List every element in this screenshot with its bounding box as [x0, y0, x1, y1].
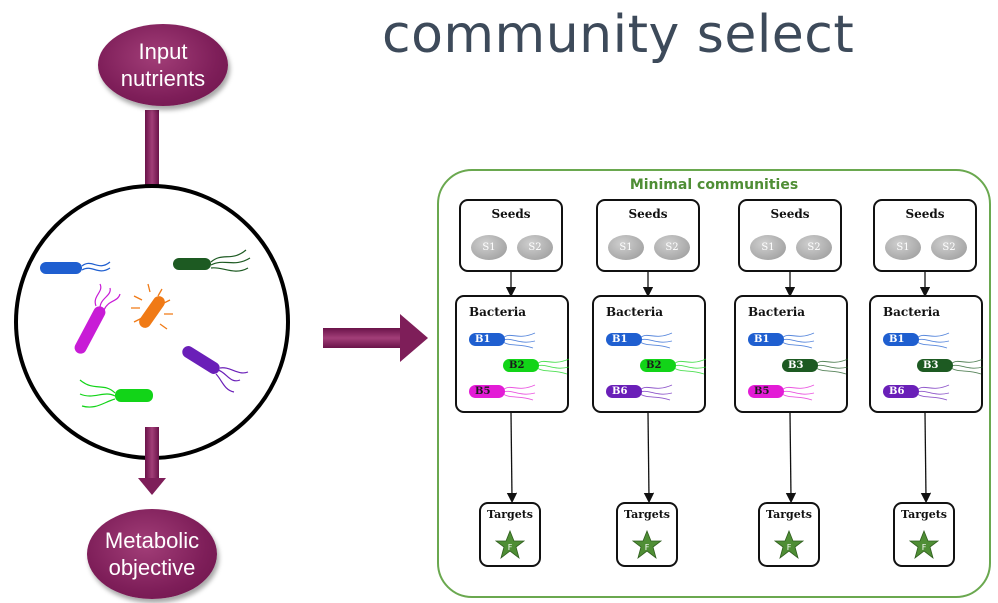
- bacteria-label: Bacteria: [748, 305, 806, 319]
- target-label: F: [508, 543, 513, 552]
- flagella-icon: [674, 358, 707, 375]
- bacterium-label: B5: [475, 386, 491, 397]
- connector-lines: [505, 272, 932, 504]
- target-label: F: [922, 543, 927, 552]
- bacterium-b1: B1: [469, 333, 505, 346]
- bacterium-b2: B2: [503, 359, 539, 372]
- objective-arrow: [138, 427, 166, 495]
- bacteria-to-targets-arrow: [920, 412, 932, 504]
- bacterium-label: B6: [612, 386, 628, 397]
- flagella-icon: [503, 332, 536, 349]
- bacterium-label: B3: [788, 360, 804, 371]
- bacterium-label: B5: [754, 386, 770, 397]
- star-icon: F: [495, 530, 525, 560]
- seed-s1: S1: [471, 235, 507, 260]
- seed-s1: S1: [750, 235, 786, 260]
- bacterium-magenta: [74, 283, 121, 354]
- transform-arrow: [323, 314, 428, 362]
- bacterium-b6: B6: [883, 385, 919, 398]
- bacterium-label: B1: [754, 334, 770, 345]
- flagella-icon: [951, 358, 984, 375]
- bacterium-b1: B1: [883, 333, 919, 346]
- bacterium-purple: [182, 346, 249, 393]
- flagella-icon: [537, 358, 570, 375]
- bacterium-b6: B6: [606, 385, 642, 398]
- bacteria-label: Bacteria: [883, 305, 941, 319]
- bacterium-orange: [131, 283, 173, 330]
- bacteria-label: Bacteria: [606, 305, 664, 319]
- bacterium-label: B2: [509, 360, 525, 371]
- panel-title: Minimal communities: [629, 177, 799, 193]
- bacterium-label: B2: [646, 360, 662, 371]
- flagella-icon: [917, 332, 950, 349]
- seeds-label: Seeds: [491, 207, 531, 221]
- flagella-icon: [782, 384, 815, 401]
- seeds-label: Seeds: [628, 207, 668, 221]
- bacterium-b3: B3: [917, 359, 953, 372]
- seed-s2: S2: [931, 235, 967, 260]
- bacteria-label: Bacteria: [469, 305, 527, 319]
- target-label: F: [787, 543, 792, 552]
- bacterium-b5: B5: [748, 385, 784, 398]
- targets-label: Targets: [486, 508, 534, 521]
- targets-label: Targets: [765, 508, 813, 521]
- minimal-communities-panel: [437, 169, 991, 598]
- input-nutrients-node: Input nutrients: [98, 24, 228, 106]
- targets-label: Targets: [623, 508, 671, 521]
- bacterium-b2: B2: [640, 359, 676, 372]
- bacterium-b3: B3: [782, 359, 818, 372]
- bacterium-blue: [40, 261, 111, 274]
- bacterium-label: B1: [889, 334, 905, 345]
- bacterium-label: B3: [923, 360, 939, 371]
- seeds-label: Seeds: [770, 207, 810, 221]
- targets-label: Targets: [900, 508, 948, 521]
- flagella-icon: [640, 332, 673, 349]
- bacteria-to-targets-arrow: [785, 412, 797, 504]
- seed-s2: S2: [796, 235, 832, 260]
- bacterium-b1: B1: [606, 333, 642, 346]
- flagella-icon: [917, 384, 950, 401]
- seeds-label: Seeds: [905, 207, 945, 221]
- star-icon: F: [632, 530, 662, 560]
- bacteria-to-targets-arrow: [506, 412, 518, 504]
- seed-s1: S1: [885, 235, 921, 260]
- seed-s2: S2: [654, 235, 690, 260]
- star-icon: F: [909, 530, 939, 560]
- flagella-icon: [503, 384, 536, 401]
- target-label: F: [645, 543, 650, 552]
- slide-title: community select: [382, 5, 855, 65]
- bacteria-to-targets-arrow: [643, 412, 655, 504]
- bacterium-label: B6: [889, 386, 905, 397]
- bacterium-dark-green: [173, 249, 251, 272]
- bacterium-b1: B1: [748, 333, 784, 346]
- seed-s1: S1: [608, 235, 644, 260]
- input-nutrients-line2: nutrients: [120, 66, 206, 91]
- metabolic-objective-line2: objective: [108, 555, 196, 580]
- flagella-icon: [782, 332, 815, 349]
- star-icon: F: [774, 530, 804, 560]
- bacterium-b5: B5: [469, 385, 505, 398]
- seed-s2: S2: [517, 235, 553, 260]
- flagella-icon: [816, 358, 849, 375]
- bacterium-label: B1: [475, 334, 491, 345]
- metabolic-objective-line1: Metabolic: [104, 528, 200, 553]
- metabolic-objective-node: Metabolic objective: [87, 509, 217, 599]
- bacterium-label: B1: [612, 334, 628, 345]
- flagella-icon: [640, 384, 673, 401]
- input-nutrients-line1: Input: [138, 39, 188, 64]
- bacterium-green: [79, 379, 153, 408]
